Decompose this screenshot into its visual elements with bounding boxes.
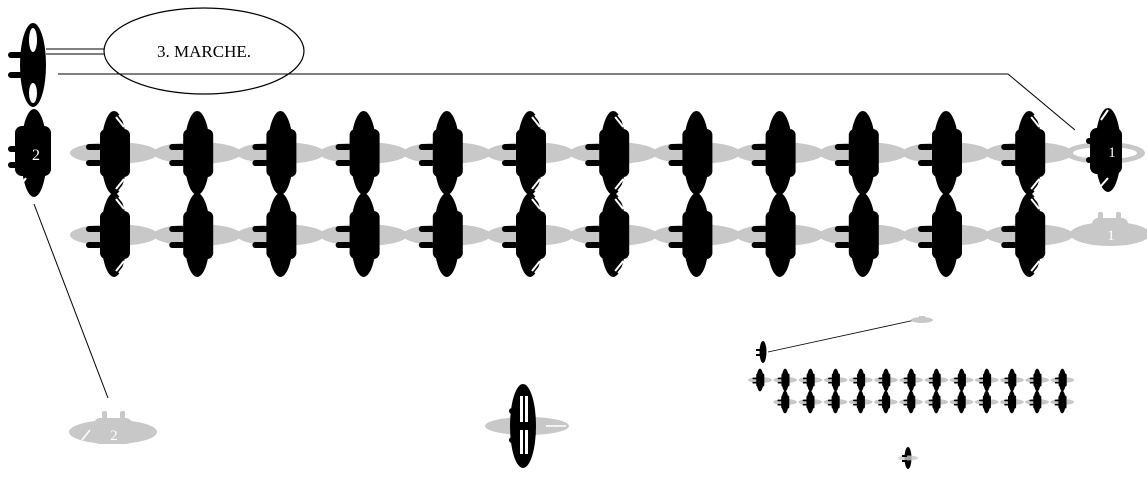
thumb-soldier [824, 369, 848, 392]
right-guide-marker [1065, 108, 1145, 192]
thumb-soldier [1000, 369, 1024, 392]
soldier-r2-1 [70, 193, 158, 277]
thumb-soldier [798, 391, 822, 414]
soldier-r1-6 [486, 111, 574, 195]
soldier-r1-7 [569, 111, 657, 195]
formation-thumbnail [748, 316, 1074, 469]
soldier-r2-6 [486, 193, 574, 277]
thumb-soldier [924, 391, 948, 414]
soldier-r2-11 [902, 193, 990, 277]
right-ghost-label: 1 [1107, 228, 1115, 244]
thumb-soldier [748, 369, 772, 392]
soldier-r1-8 [652, 111, 740, 195]
soldier-r1-9 [736, 111, 824, 195]
thumb-soldier [1051, 369, 1075, 392]
thumb-soldier [925, 369, 949, 392]
soldier-r1-5 [403, 111, 491, 195]
thumb-soldier [874, 391, 898, 414]
thumb-soldier [975, 369, 999, 392]
soldier-r2-10 [819, 193, 907, 277]
thumb-soldier [899, 369, 923, 392]
center-figure [485, 384, 569, 468]
thumb-soldier [824, 391, 848, 414]
thumb-soldier [874, 369, 898, 392]
soldier-r2-4 [320, 193, 408, 277]
right-guide-label: 1 [1108, 145, 1116, 161]
soldier-r2-5 [403, 193, 491, 277]
thumb-soldier [849, 369, 873, 392]
thumb-soldier [849, 391, 873, 414]
thumb-soldier [950, 391, 974, 414]
left-guide-label: 2 [32, 147, 40, 164]
left-ghost-label: 2 [110, 428, 118, 444]
thumb-soldier [975, 391, 999, 414]
left-guide-marker [8, 109, 51, 197]
callout-label: 3. MARCHE. [157, 42, 251, 61]
thumb-soldier [773, 391, 797, 414]
soldier-r1-3 [236, 111, 324, 195]
thumb-soldier [799, 369, 823, 392]
soldier-r1-4 [320, 111, 408, 195]
thumb-soldier [899, 391, 923, 414]
thumb-soldier [1025, 369, 1049, 392]
soldier-r1-1 [70, 111, 158, 195]
soldier-r2-7 [569, 193, 657, 277]
thumb-soldier [1050, 391, 1074, 414]
thumb-soldier [1000, 391, 1024, 414]
thumb-soldier [1025, 391, 1049, 414]
thumb-soldier [773, 369, 797, 392]
soldier-r2-2 [153, 193, 241, 277]
thumb-soldier [950, 369, 974, 392]
soldier-r1-10 [819, 111, 907, 195]
soldier-r2-12 [985, 193, 1073, 277]
soldier-r2-9 [736, 193, 824, 277]
soldier-r1-2 [153, 111, 241, 195]
soldier-rows [70, 111, 1073, 277]
soldier-r1-12 [985, 111, 1073, 195]
soldier-r2-8 [652, 193, 740, 277]
leader-figure [8, 23, 46, 107]
soldier-r1-11 [902, 111, 990, 195]
callout-connector [46, 49, 106, 54]
soldier-r2-3 [236, 193, 324, 277]
